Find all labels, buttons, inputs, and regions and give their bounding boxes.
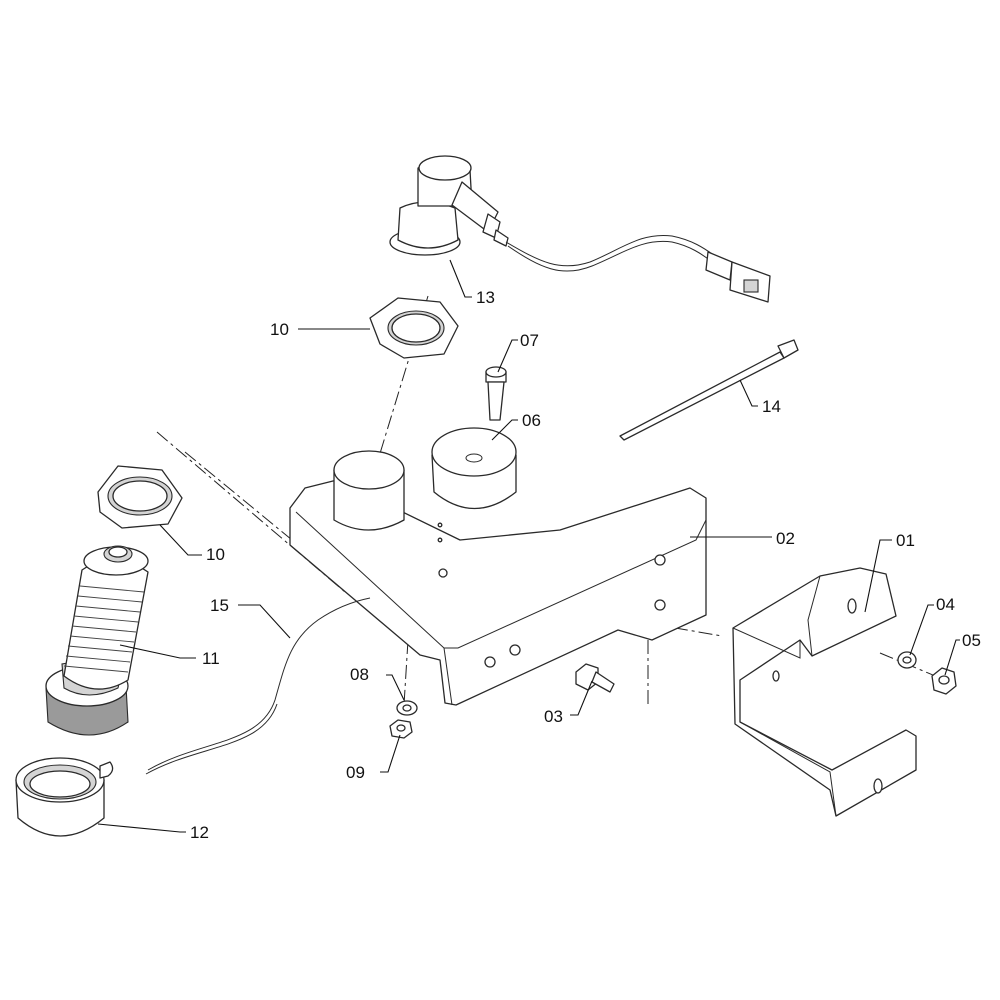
callout-labels: 01 02 03 04 05 06 07 08 09 10 10 11 12 1… bbox=[190, 288, 981, 842]
part-12-cap bbox=[15, 757, 114, 837]
part-08-washer bbox=[396, 700, 418, 716]
part-15-wire bbox=[145, 597, 371, 775]
part-09-nut bbox=[389, 719, 413, 739]
callout-08: 08 bbox=[350, 665, 369, 684]
callout-09: 09 bbox=[346, 763, 365, 782]
part-14-cable-tie bbox=[619, 339, 799, 441]
callout-07: 07 bbox=[520, 331, 539, 350]
callout-10-upper: 10 bbox=[270, 320, 289, 339]
thread-lines bbox=[63, 585, 145, 673]
part-01-mounting-bracket bbox=[732, 567, 917, 817]
part-03-bolt bbox=[575, 663, 615, 693]
part-04-washer bbox=[897, 651, 917, 669]
part-11-threaded-sensor bbox=[45, 545, 149, 736]
leader-lines bbox=[97, 259, 960, 833]
part-06-rubber-bush bbox=[431, 427, 517, 510]
callout-13: 13 bbox=[476, 288, 495, 307]
callout-14: 14 bbox=[762, 397, 781, 416]
part-13-sensor-elbow bbox=[389, 155, 771, 303]
callout-03: 03 bbox=[544, 707, 563, 726]
callout-11: 11 bbox=[202, 649, 220, 668]
callout-12: 12 bbox=[190, 823, 209, 842]
callout-04: 04 bbox=[936, 595, 955, 614]
callout-01: 01 bbox=[896, 531, 915, 550]
callout-15: 15 bbox=[210, 596, 229, 615]
part-10-hex-nut-lower bbox=[97, 465, 183, 529]
part-02-l-bracket bbox=[289, 450, 707, 706]
callout-06: 06 bbox=[522, 411, 541, 430]
part-10-hex-nut-upper bbox=[369, 297, 459, 359]
callout-02: 02 bbox=[776, 529, 795, 548]
part-05-nut bbox=[931, 667, 957, 695]
part-07-screw bbox=[485, 366, 507, 421]
callout-10-lower: 10 bbox=[206, 545, 225, 564]
callout-05: 05 bbox=[962, 631, 981, 650]
